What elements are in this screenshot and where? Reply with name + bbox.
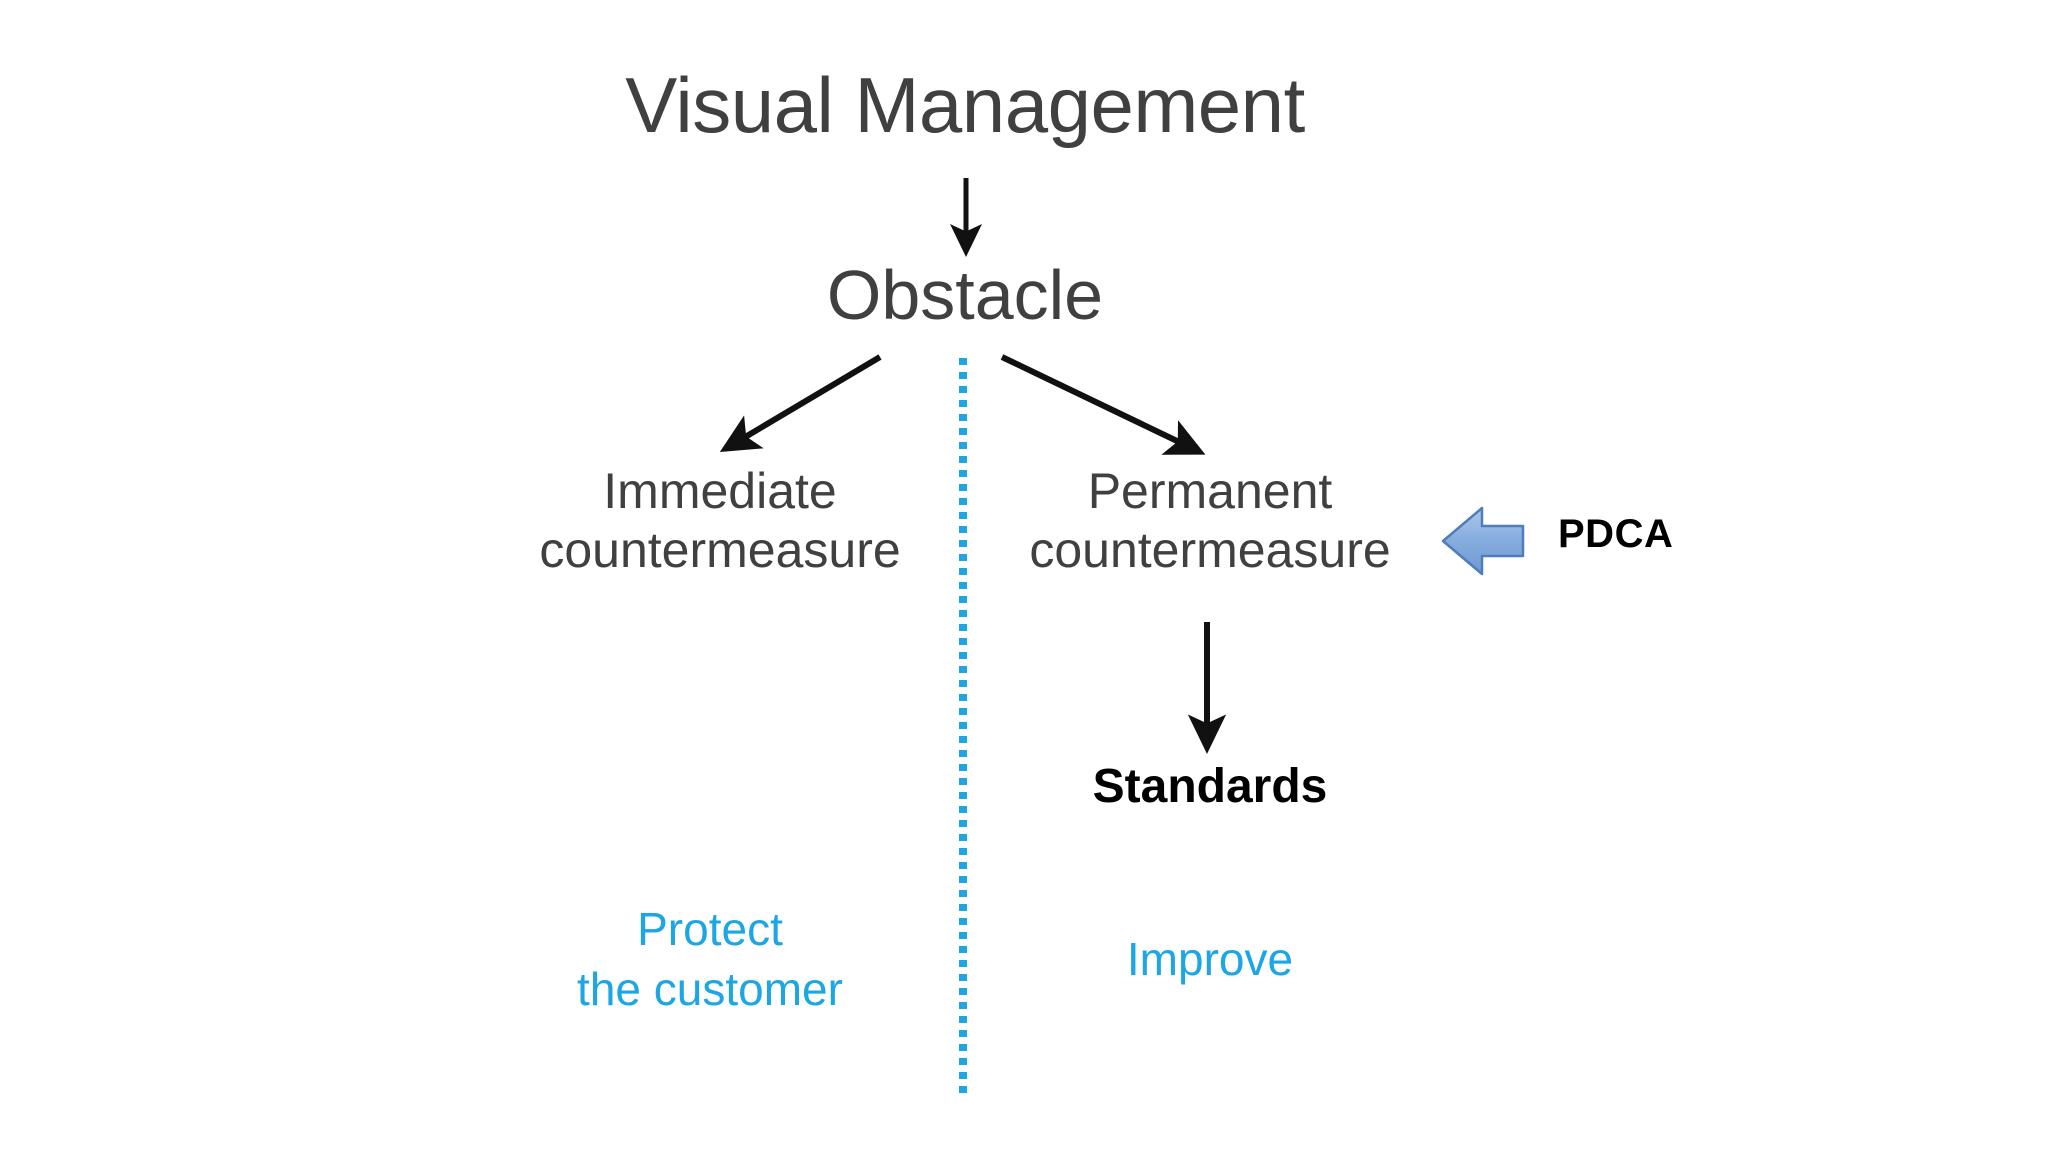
node-standards: Standards	[1092, 760, 1328, 813]
diagram-title: Visual Management	[625, 61, 1305, 149]
pdca-label: PDCA	[1558, 512, 1674, 556]
node-obstacle: Obstacle	[826, 256, 1104, 334]
arrow-obstacle-to-permanent	[1000, 354, 1206, 455]
vertical-dotted-divider	[959, 358, 967, 1098]
arrow-obstacle-to-immediate	[719, 354, 882, 453]
node-immediate-countermeasure: Immediate countermeasure	[539, 463, 901, 578]
note-improve: Improve	[1126, 933, 1294, 985]
node-permanent-countermeasure: Permanent countermeasure	[1029, 463, 1391, 578]
note-protect-the-customer: Protect the customer	[577, 903, 843, 1015]
